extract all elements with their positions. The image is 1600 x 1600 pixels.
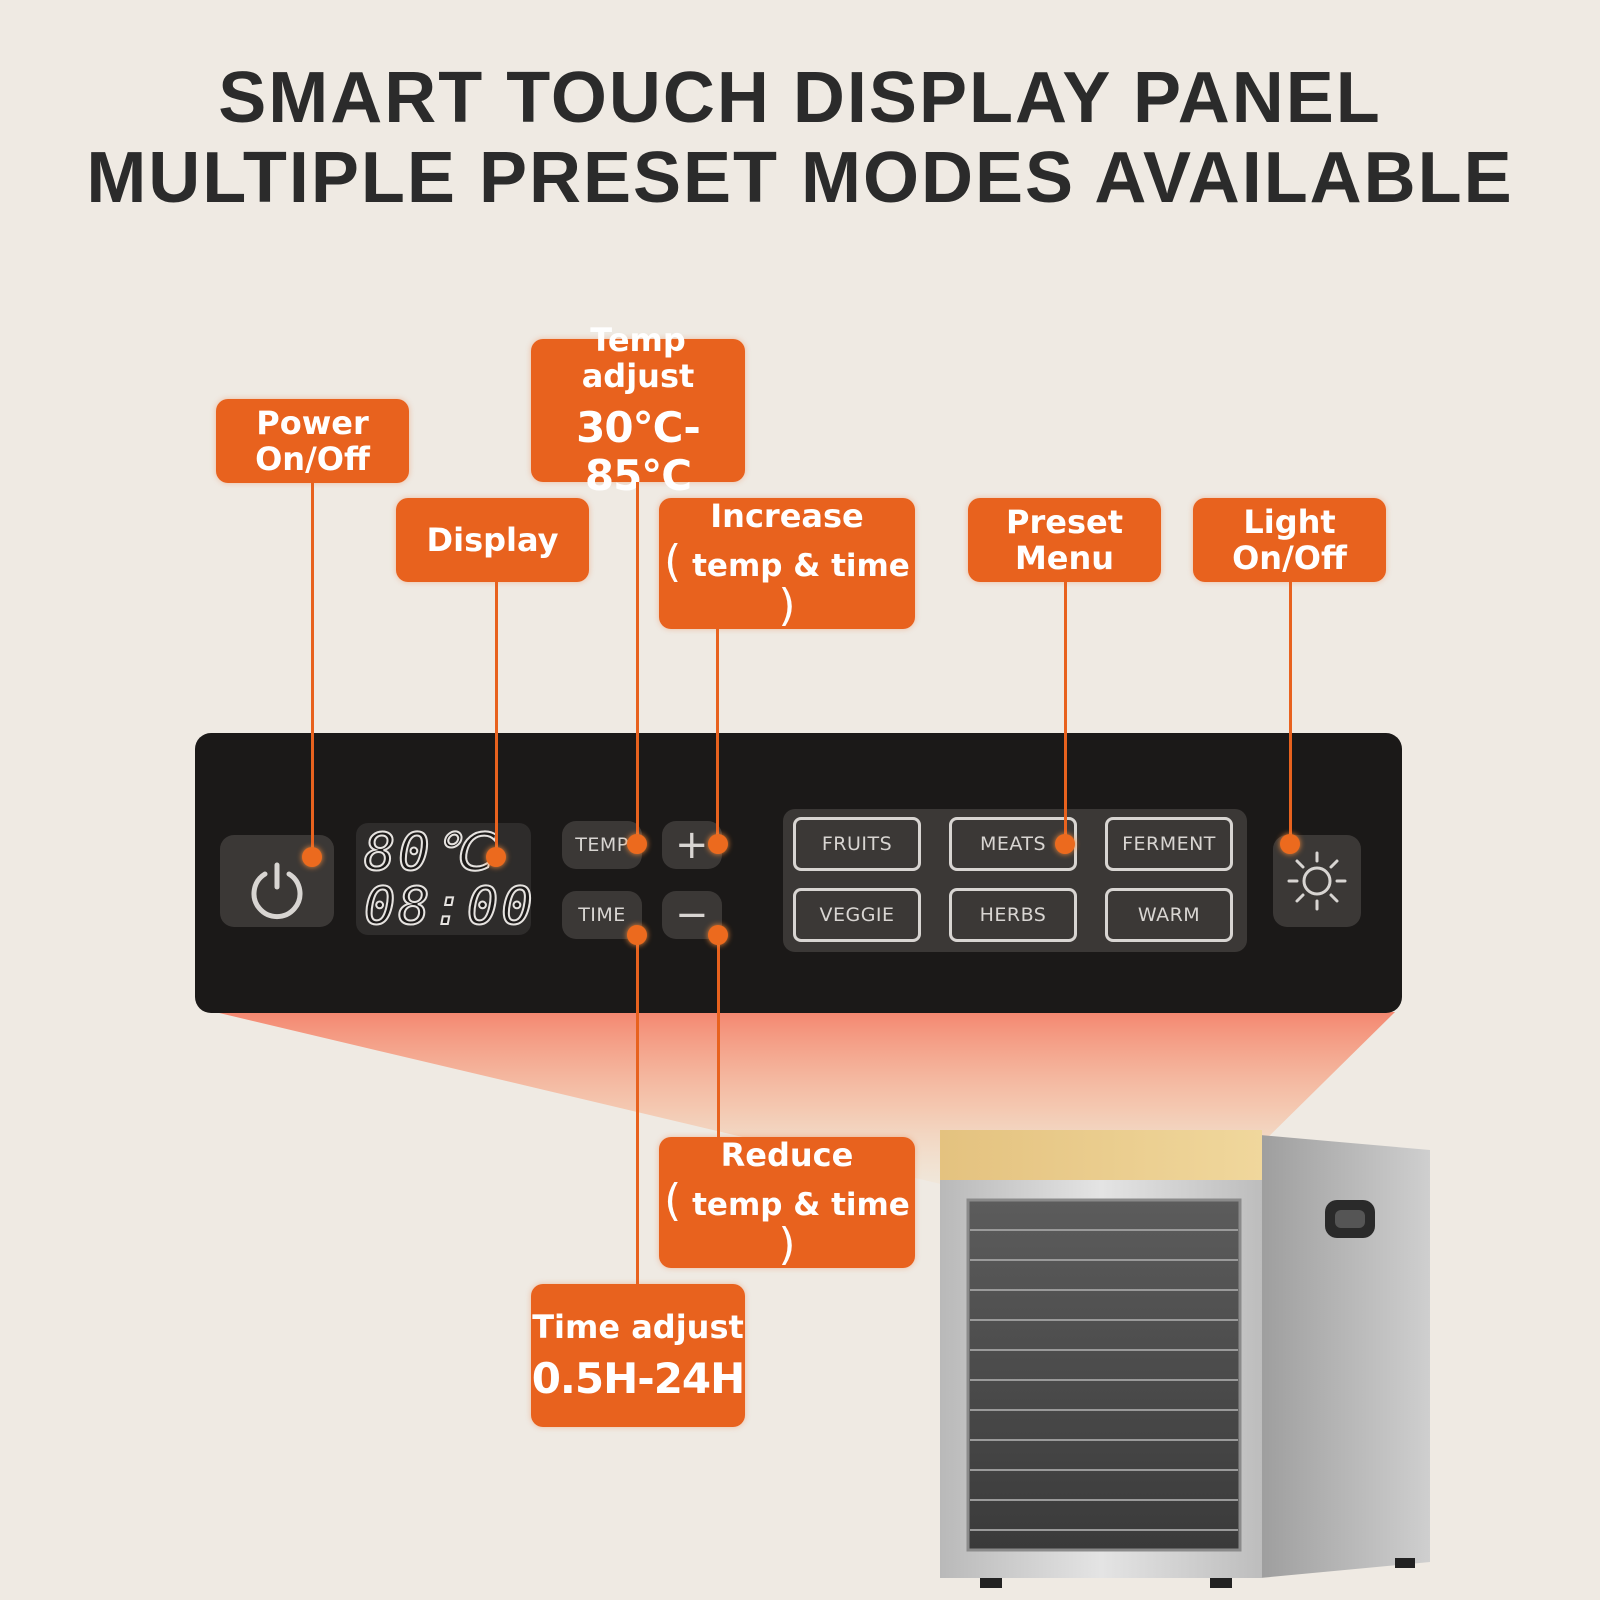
light-button[interactable]	[1273, 835, 1361, 927]
dot-light	[1280, 834, 1300, 854]
leader-time-adjust	[636, 935, 639, 1284]
callout-temp-adjust-title: Temp adjust	[581, 320, 695, 395]
leader-power	[311, 483, 314, 857]
callout-preset-menu: Preset Menu	[968, 498, 1161, 582]
callout-power: Power On/Off	[216, 399, 409, 483]
dehydrator-illustration	[940, 1130, 1430, 1588]
callout-display-label: Display	[426, 521, 559, 559]
callout-increase-detail: temp & time	[692, 547, 910, 584]
headline-line-2: MULTIPLE PRESET MODES AVAILABLE	[86, 138, 1514, 218]
preset-ferment-button[interactable]: FERMENT	[1105, 817, 1233, 871]
display-time: 08:00	[363, 877, 536, 937]
callout-temp-adjust: Temp adjust 30°C-85°C	[531, 322, 745, 499]
preset-menu: FRUITS MEATS FERMENT VEGGIE HERBS WARM	[783, 809, 1247, 952]
callout-preset-menu-line1: Preset	[1006, 503, 1123, 541]
dot-preset-menu	[1055, 834, 1075, 854]
sun-icon	[1287, 851, 1347, 911]
callout-time-adjust: Time adjust 0.5H-24H	[531, 1284, 745, 1427]
preset-veggie-button[interactable]: VEGGIE	[793, 888, 921, 942]
dot-plus	[708, 834, 728, 854]
callout-light: Light On/Off	[1193, 498, 1386, 582]
dot-temp	[627, 834, 647, 854]
callout-time-adjust-range: 0.5H-24H	[531, 1353, 746, 1403]
callout-increase-close-paren: )	[778, 579, 796, 631]
dot-display	[486, 847, 506, 867]
led-display: 80℃ 08:00	[356, 823, 536, 937]
minus-button[interactable]: −	[662, 891, 722, 939]
leader-display	[495, 582, 498, 857]
dot-time	[627, 925, 647, 945]
leader-preset-menu	[1064, 582, 1067, 844]
plus-button[interactable]: +	[662, 821, 722, 869]
dot-power	[302, 847, 322, 867]
display-temperature: 80℃	[363, 823, 495, 883]
callout-reduce: Reduce ( temp & time )	[659, 1137, 915, 1268]
callout-preset-menu-line2: Menu	[1014, 539, 1115, 577]
leader-increase	[716, 629, 719, 844]
time-button[interactable]: TIME	[562, 891, 642, 939]
callout-power-line1: Power	[256, 404, 369, 442]
headline-line-1: SMART TOUCH DISPLAY PANEL	[218, 58, 1382, 138]
callout-light-line1: Light	[1243, 503, 1336, 541]
callout-display: Display	[396, 498, 589, 582]
preset-meats-button[interactable]: MEATS	[949, 817, 1077, 871]
callout-reduce-detail: temp & time	[692, 1186, 910, 1223]
preset-fruits-button[interactable]: FRUITS	[793, 817, 921, 871]
callout-light-line2: On/Off	[1232, 539, 1347, 577]
preset-herbs-button[interactable]: HERBS	[949, 888, 1077, 942]
callout-increase: Increase ( temp & time )	[659, 498, 915, 629]
callout-increase-title: Increase	[710, 496, 864, 535]
callout-increase-open-paren: (	[664, 535, 682, 587]
callout-power-line2: On/Off	[255, 440, 370, 478]
preset-warm-button[interactable]: WARM	[1105, 888, 1233, 942]
callout-temp-adjust-range: 30°C-85°C	[576, 402, 701, 500]
callout-time-adjust-title: Time adjust	[532, 1307, 744, 1346]
callout-reduce-title: Reduce	[720, 1135, 854, 1174]
leader-temp-adjust	[636, 482, 639, 844]
callout-reduce-open-paren: (	[664, 1174, 682, 1226]
leader-reduce	[717, 935, 720, 1137]
callout-reduce-close-paren: )	[778, 1218, 796, 1270]
dot-minus	[708, 925, 728, 945]
leader-light	[1289, 582, 1292, 844]
power-icon	[251, 862, 303, 920]
